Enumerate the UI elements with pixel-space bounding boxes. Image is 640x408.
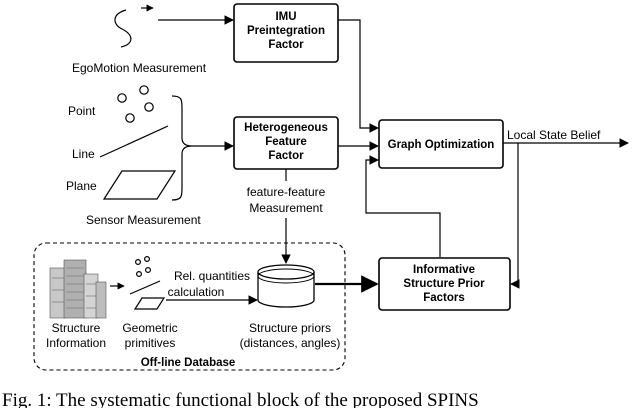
heterogeneous-feature-block: Heterogeneous Feature Factor — [233, 116, 339, 170]
arrow-imu-to-graph — [338, 19, 379, 133]
hetero-line-2: Feature — [265, 136, 307, 148]
sensor-brace — [171, 95, 193, 201]
sensor-measurement-label: Sensor Measurement — [86, 213, 201, 227]
graph-optimization-block: Graph Optimization — [378, 119, 504, 169]
imu-line-2: Preintegration — [247, 25, 325, 37]
offline-database-region — [33, 242, 346, 371]
plane-label: Plane — [66, 179, 97, 193]
figure-caption: Fig. 1: The systematic functional block … — [2, 390, 479, 408]
plane-primitive — [102, 170, 177, 200]
structure-info-label-2: Information — [46, 336, 106, 350]
informative-line-3: Factors — [423, 292, 465, 304]
geometric-label-1: Geometric — [122, 321, 177, 335]
hetero-line-1: Heterogeneous — [244, 122, 328, 134]
graph-label: Graph Optimization — [388, 139, 495, 151]
building-icon — [49, 259, 107, 319]
arrow-informative-to-graph — [365, 155, 441, 257]
feature-feature-label-2: Measurement — [249, 201, 323, 215]
point-label: Point — [68, 104, 96, 118]
informative-structure-prior-block: Informative Structure Prior Factors — [378, 257, 511, 311]
offline-database-label: Off-line Database — [141, 357, 236, 369]
database-cylinder-icon — [257, 264, 315, 308]
feature-feature-label-1: feature-feature — [247, 185, 326, 199]
arrow-graph-to-informative — [510, 143, 520, 289]
point-circles — [117, 85, 154, 123]
imu-line-1: IMU — [275, 11, 296, 23]
imu-preintegration-block: IMU Preintegration Factor — [233, 3, 339, 63]
imu-line-3: Factor — [268, 39, 304, 51]
structure-priors-label-2: (distances, angles) — [240, 336, 341, 350]
hetero-line-3: Factor — [268, 150, 304, 162]
line-primitive — [99, 125, 169, 158]
egomotion-squiggle — [114, 4, 154, 48]
egomotion-label: EgoMotion Measurement — [72, 61, 207, 75]
geometric-label-2: primitives — [125, 336, 176, 350]
structure-priors-label-1: Structure priors — [249, 321, 331, 335]
informative-line-2: Structure Prior — [403, 278, 485, 290]
informative-line-1: Informative — [413, 264, 475, 276]
line-label: Line — [72, 147, 95, 161]
rel-quantities-label-1: Rel. quantities — [174, 269, 250, 283]
structure-info-label-1: Structure — [52, 321, 101, 335]
rel-quantities-label-2: calculation — [168, 285, 225, 299]
geometric-primitives-icon — [129, 256, 166, 310]
local-state-label: Local State Belief — [507, 128, 601, 142]
